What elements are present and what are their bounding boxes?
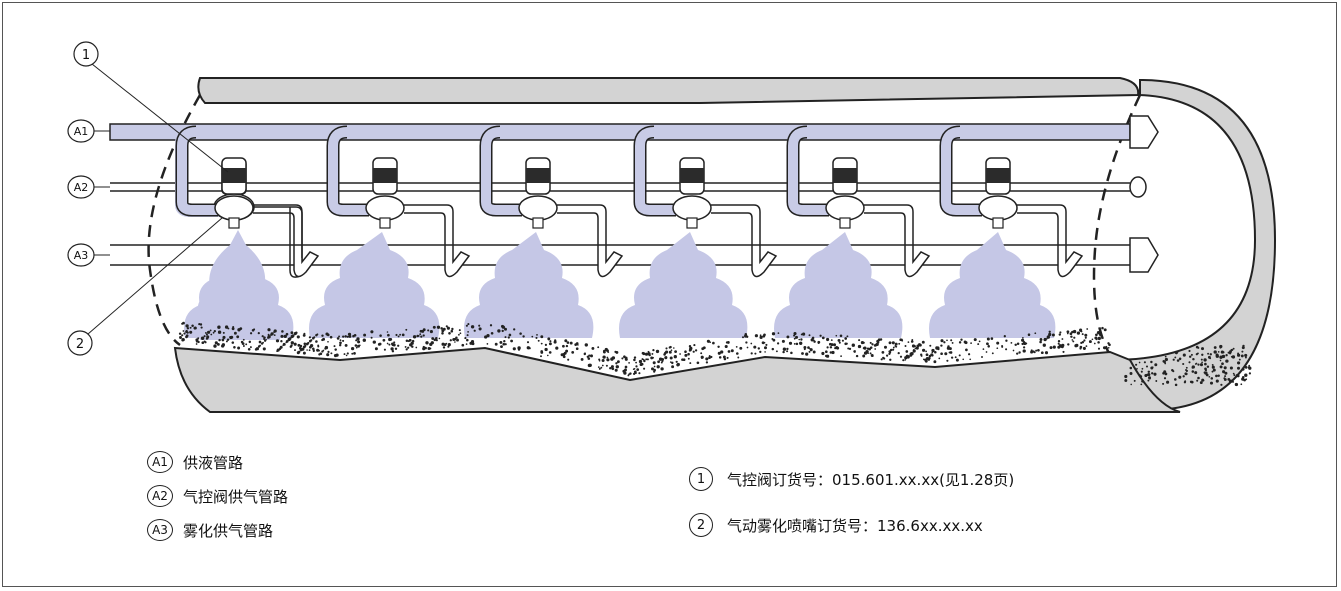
duct-top-wall [197, 77, 1140, 104]
legend-2-badge: 2 [689, 513, 713, 537]
spray-plume-6 [929, 232, 1056, 338]
legend-a3-badge: A3 [147, 519, 173, 541]
callout-2-leader [87, 217, 223, 335]
legend-a2-text: 气控阀供气管路 [183, 487, 289, 506]
spray-plume-2 [309, 232, 440, 338]
legend-a1-text: 供液管路 [183, 453, 244, 472]
legend-1: 1 气控阀订货号：015.601.xx.xx(见1.28页) [689, 467, 1014, 491]
callout-group: 1 A1 A2 A3 2 [67, 41, 229, 356]
fitting-a2 [1129, 176, 1147, 198]
nozzle-assembly-5 [786, 125, 931, 278]
fitting-a1 [1129, 115, 1159, 149]
spray-plume-3 [464, 232, 594, 338]
legend-a1: A1 供液管路 [147, 451, 243, 473]
callout-a2-label: A2 [74, 181, 89, 194]
spray-plume-5 [774, 232, 903, 338]
nozzle-assemblies [175, 125, 1084, 278]
callout-a1-label: A1 [74, 125, 89, 138]
deposited-particles [178, 321, 1252, 387]
legend-a2-badge: A2 [147, 485, 173, 507]
spray-plume-4 [619, 232, 748, 338]
callout-2-circle [67, 330, 93, 356]
spray-plumes [184, 232, 1056, 338]
liquid-supply-pipe [109, 123, 1131, 141]
legend-2-text: 气动雾化喷嘴订货号：136.6xx.xx.xx [727, 516, 983, 535]
duct-bottom-wall [173, 346, 1181, 413]
callout-1-leader [91, 63, 229, 173]
legend-1-text: 气控阀订货号：015.601.xx.xx(见1.28页) [727, 470, 1015, 489]
dashed-section-left [147, 94, 202, 347]
legend-2: 2 气动雾化喷嘴订货号：136.6xx.xx.xx [689, 513, 983, 537]
nozzle-assembly-4 [633, 125, 778, 278]
legend-a3-text: 雾化供气管路 [183, 521, 274, 540]
legend-a1-badge: A1 [147, 451, 173, 473]
dashed-section-right [1092, 94, 1142, 356]
legend-1-badge: 1 [689, 467, 713, 491]
fitting-a3 [1129, 237, 1159, 273]
nozzle-assembly-1 [175, 125, 320, 278]
callout-2-label: 2 [76, 337, 84, 352]
callout-1-circle [73, 41, 99, 67]
callout-1-label: 1 [82, 48, 90, 63]
legend-a3: A3 雾化供气管路 [147, 519, 273, 541]
nozzle-assembly-6 [939, 125, 1084, 278]
nozzle-assembly-2 [326, 125, 471, 278]
spray-plume-1 [184, 232, 294, 338]
nozzle-assembly-3 [479, 125, 624, 278]
callout-a3-label: A3 [74, 249, 89, 262]
legend-a2: A2 气控阀供气管路 [147, 485, 288, 507]
